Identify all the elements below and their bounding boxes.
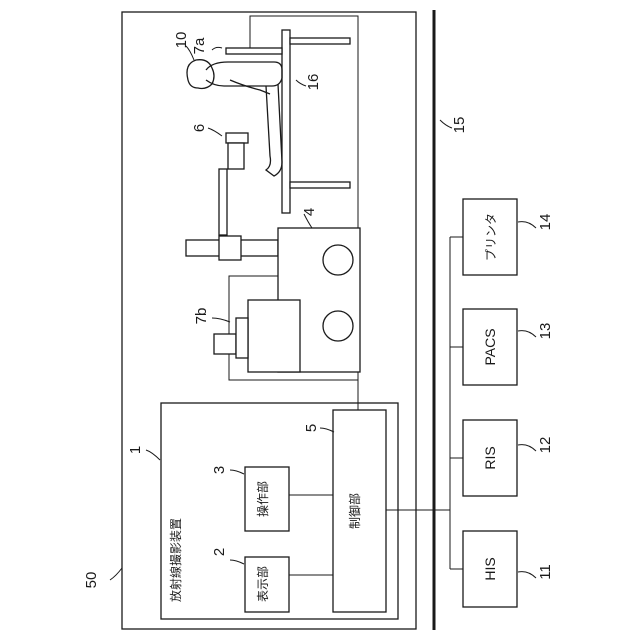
leader-50 — [110, 568, 122, 580]
display-unit-label: 表示部 — [255, 566, 270, 602]
patient-ref-label: 10 — [173, 32, 190, 49]
detector-7b-housing — [248, 300, 300, 372]
cart-wheel-rear — [323, 311, 353, 341]
control-unit-ref: 5 — [303, 424, 320, 432]
his-system: HIS 11 — [463, 531, 554, 607]
ris-ref-label: 12 — [537, 437, 554, 454]
control-unit-label: 制御部 — [347, 493, 362, 529]
system-ref-label: 50 — [83, 572, 100, 589]
apparatus-ref-label: 1 — [127, 446, 144, 454]
his-label: HIS — [482, 557, 498, 580]
cart-wheel-front — [323, 245, 353, 275]
pacs-system: PACS 13 — [463, 309, 554, 385]
radiography-apparatus: 1 放射線撮影装置 表示部 2 操作部 3 制御部 5 — [127, 403, 434, 619]
tube-body — [228, 143, 244, 169]
cart-joint — [219, 236, 241, 260]
apparatus-title: 放射線撮影装置 — [168, 518, 183, 602]
tube-arm — [219, 169, 227, 235]
pacs-ref-label: 13 — [537, 323, 554, 340]
display-unit-ref: 2 — [211, 548, 228, 556]
detector-bottom-ref-label: 7b — [193, 308, 210, 325]
printer-system: プリンタ 14 — [463, 199, 554, 275]
ris-system: RIS 12 — [463, 420, 554, 496]
printer-label: プリンタ — [484, 213, 498, 261]
detector-7a — [226, 48, 282, 54]
operation-unit-ref: 3 — [211, 466, 228, 474]
table-ref-label: 16 — [305, 74, 322, 91]
leader-11 — [518, 572, 536, 578]
printer-ref-label: 14 — [537, 214, 554, 231]
leader-14 — [518, 222, 536, 228]
leader-12 — [518, 445, 536, 451]
pacs-label: PACS — [482, 328, 498, 365]
tube-ref-label: 6 — [191, 124, 208, 132]
network-ref-label: 15 — [451, 117, 468, 134]
his-ref-label: 11 — [537, 564, 554, 580]
ris-label: RIS — [482, 446, 498, 469]
table-top — [282, 30, 290, 213]
detector-top-ref-label: 7a — [191, 37, 208, 54]
cart-ref-label: 4 — [301, 208, 318, 216]
tube-head — [226, 133, 248, 143]
table-leg-lower — [290, 182, 350, 188]
detector-7b-mount — [236, 318, 248, 358]
operation-unit-label: 操作部 — [255, 481, 270, 517]
detector-7b-plate — [214, 334, 236, 354]
leader-13 — [518, 331, 536, 337]
table-leg-upper — [290, 38, 350, 44]
